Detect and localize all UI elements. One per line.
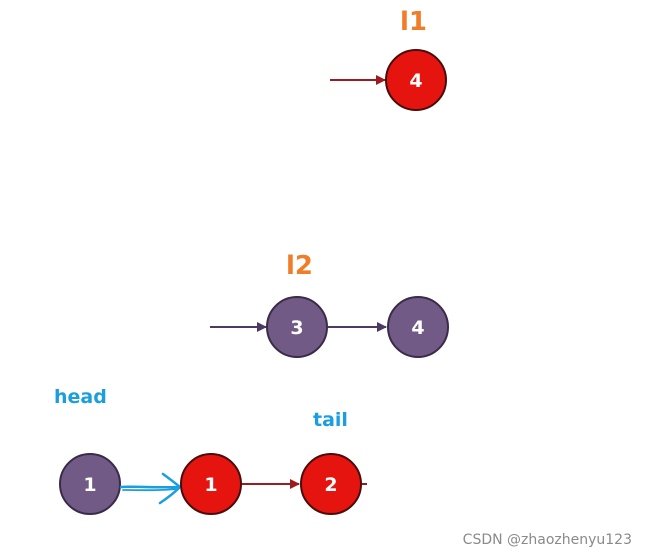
node-value: 4	[409, 70, 422, 92]
head-node-1: 1	[59, 453, 121, 515]
node-circle	[300, 453, 362, 515]
l1-label: l1	[400, 7, 427, 37]
node-value: 1	[83, 474, 96, 496]
head-next-arrow-handdrawn	[119, 472, 182, 505]
l2-node-4: 4	[387, 296, 449, 358]
watermark: CSDN @zhaozhenyu123	[463, 532, 632, 548]
head-label: head	[54, 386, 107, 408]
l2-label: l2	[286, 251, 313, 281]
node-value: 2	[324, 474, 337, 496]
node-circle	[266, 296, 328, 358]
result-node-1: 1	[180, 453, 242, 515]
node-value: 1	[204, 474, 217, 496]
node-circle	[385, 49, 447, 111]
node-value: 4	[411, 317, 424, 339]
node-circle	[180, 453, 242, 515]
node-value: 3	[290, 317, 303, 339]
result-node-2: 2	[300, 453, 362, 515]
l2-node-3: 3	[266, 296, 328, 358]
node-circle	[59, 453, 121, 515]
node-circle	[387, 296, 449, 358]
l1-node-4: 4	[385, 49, 447, 111]
tail-label: tail	[313, 409, 348, 431]
